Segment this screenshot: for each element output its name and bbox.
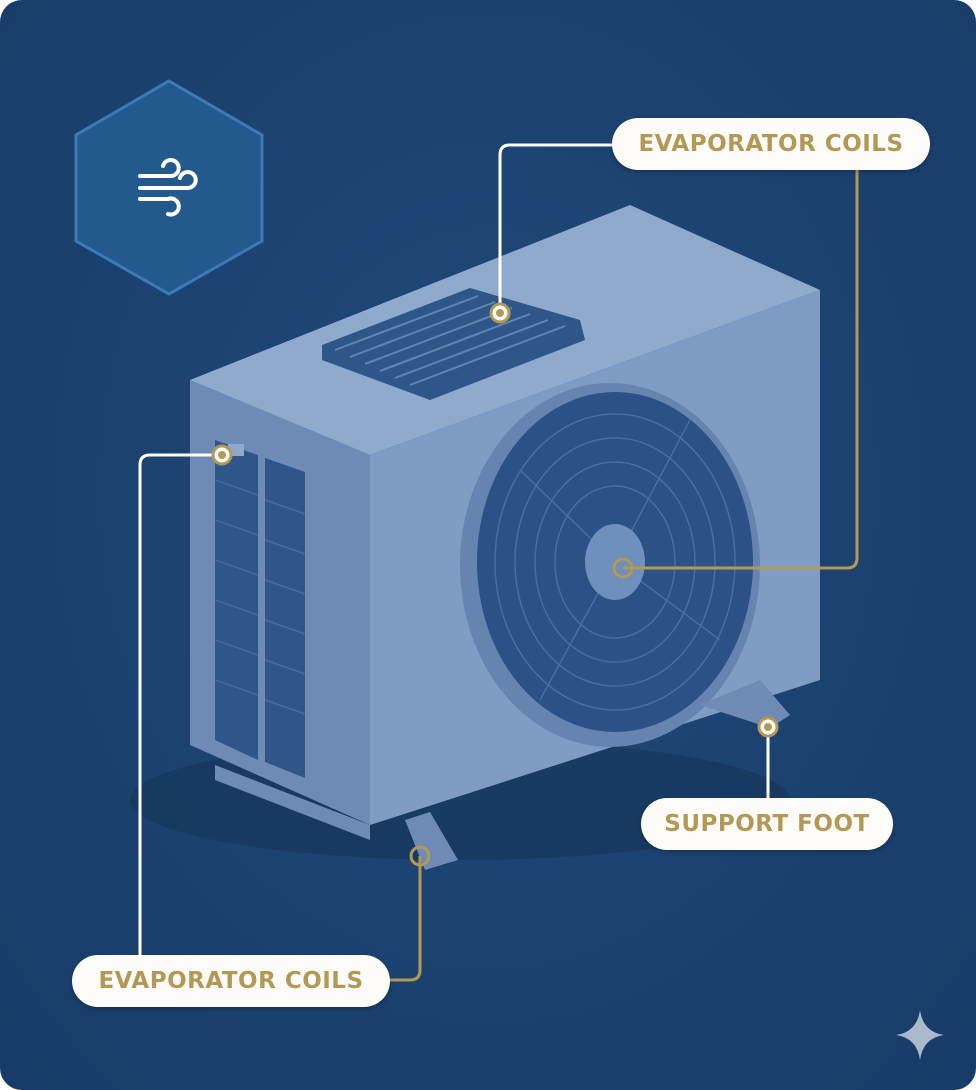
side-vents xyxy=(214,440,306,778)
leader-lines xyxy=(138,143,859,982)
sparkle-icon xyxy=(896,1010,944,1060)
fan xyxy=(460,383,760,747)
wind-icon-badge xyxy=(74,79,264,296)
wind-icon xyxy=(138,158,198,217)
label-evaporator-coils-bottom: EVAPORATOR COILS xyxy=(72,955,390,1007)
top-grille xyxy=(322,288,585,400)
label-evaporator-coils-top: EVAPORATOR COILS xyxy=(612,118,930,170)
support-feet xyxy=(215,680,790,870)
ac-unit xyxy=(190,205,820,870)
leader-dots xyxy=(211,302,779,867)
label-support-foot: SUPPORT FOOT xyxy=(641,798,893,850)
